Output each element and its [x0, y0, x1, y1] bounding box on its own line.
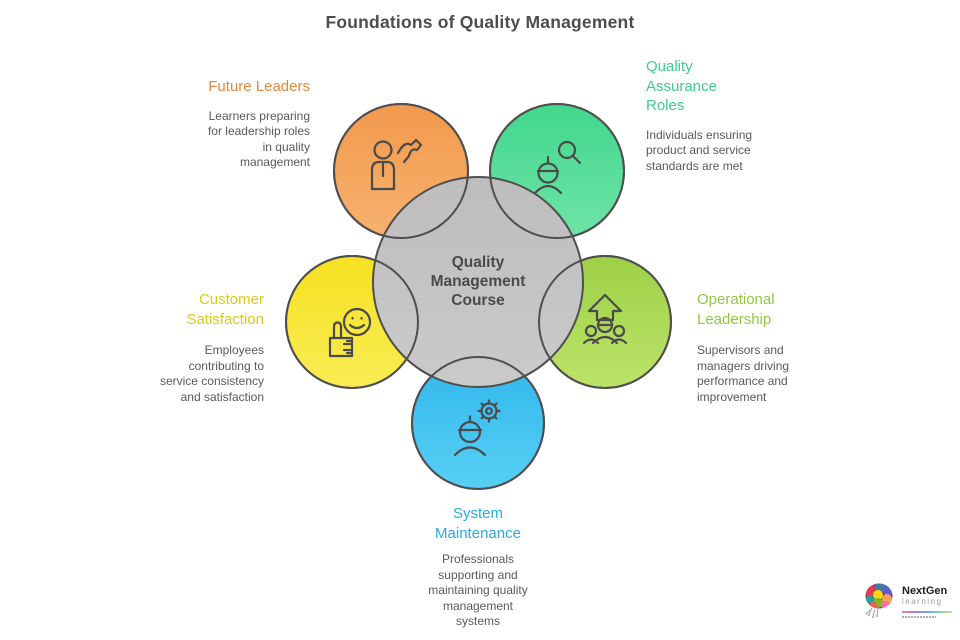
- center-course-label: Quality Management Course: [431, 254, 526, 309]
- logo-rainbow-bar: [902, 611, 952, 613]
- page-title: Foundations of Quality Management: [325, 12, 635, 32]
- node-description: Learners preparing for leadership roles …: [207, 108, 310, 170]
- circle-center-course: [372, 176, 584, 388]
- logo-subtitle: learning: [902, 597, 943, 606]
- node-customer-satisfaction: Customer Satisfaction Employees contribu…: [144, 290, 264, 405]
- svg-text:Course: Course: [451, 292, 505, 309]
- node-label: Quality Assurance Roles: [646, 58, 717, 114]
- logo-brand-name: NextGen: [902, 585, 948, 597]
- node-system-maintenance: System Maintenance Professionals support…: [418, 504, 538, 630]
- node-label: Operational Leadership: [697, 291, 775, 328]
- thumbs-up-smiley-icon: [328, 307, 372, 358]
- node-quality-assurance-roles: Quality Assurance Roles Individuals ensu…: [646, 57, 766, 174]
- node-description: Professionals supporting and maintaining…: [428, 552, 528, 628]
- node-description: Individuals ensuring product and service…: [646, 127, 753, 173]
- overlap-arcs: [285, 103, 672, 490]
- node-label: System Maintenance: [435, 505, 521, 542]
- brain-logo-icon: [865, 583, 893, 618]
- node-description: Supervisors and managers driving perform…: [697, 343, 790, 404]
- svg-text:Quality: Quality: [452, 254, 505, 271]
- node-operational-leadership: Operational Leadership Supervisors and m…: [697, 290, 817, 405]
- presenter-person-icon: [370, 138, 423, 191]
- svg-text:Management: Management: [431, 273, 526, 290]
- team-growth-arrow-icon: [582, 293, 628, 345]
- node-future-leaders: Future Leaders Learners preparing for le…: [150, 77, 310, 171]
- logo-text-block: NextGen learning: [902, 582, 952, 618]
- node-label: Future Leaders: [208, 78, 310, 95]
- engineer-gear-icon: [453, 399, 501, 457]
- node-label: Customer Satisfaction: [186, 291, 264, 328]
- inspector-magnifier-icon: [533, 140, 582, 195]
- node-description: Employees contributing to service consis…: [159, 343, 264, 404]
- logo-tagline-microtext: [902, 616, 936, 618]
- nextgen-learning-logo: NextGen learning: [864, 582, 952, 622]
